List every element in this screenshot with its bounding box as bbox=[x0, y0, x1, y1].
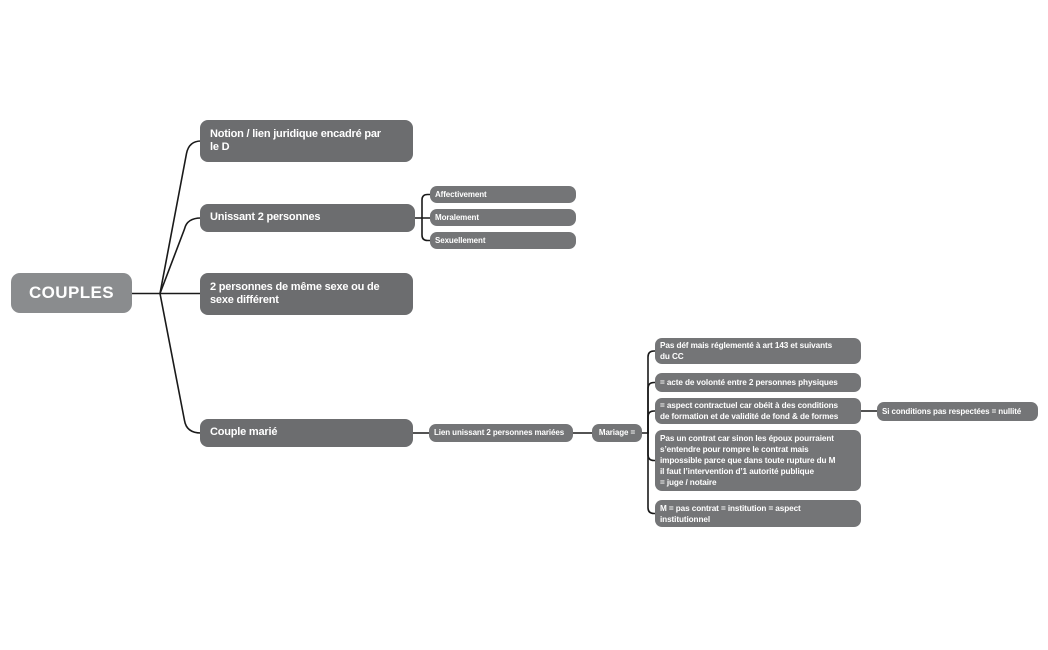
connector-unissant-to-affectivement bbox=[421, 193, 432, 219]
connector-mariage-to-pas-def bbox=[647, 350, 657, 434]
connector-mariage-to-acte bbox=[647, 381, 657, 434]
node-aspect-contractuel[interactable]: = aspect contractuel car obéit à des con… bbox=[655, 398, 861, 424]
node-affectivement[interactable]: Affectivement bbox=[430, 186, 576, 203]
node-couple-marie[interactable]: Couple marié bbox=[200, 419, 413, 447]
node-conditions-nullite[interactable]: Si conditions pas respectées = nullité bbox=[877, 402, 1038, 421]
connector-mariage-to-aspect bbox=[647, 410, 657, 434]
node-mariage[interactable]: Mariage = bbox=[592, 424, 642, 442]
connector-root-to-notion bbox=[159, 140, 202, 295]
node-pas-un-contrat[interactable]: Pas un contrat car sinon les époux pourr… bbox=[655, 430, 861, 491]
node-aspect-institutionnel[interactable]: M = pas contrat = institution = aspect i… bbox=[655, 500, 861, 527]
node-sexuellement[interactable]: Sexuellement bbox=[430, 232, 576, 249]
node-acte-de-volonte[interactable]: = acte de volonté entre 2 personnes phys… bbox=[655, 373, 861, 392]
node-couples-root[interactable]: COUPLES bbox=[11, 273, 132, 313]
node-notion-lien-juridique[interactable]: Notion / lien juridique encadré par le D bbox=[200, 120, 413, 162]
node-pas-def-art-143[interactable]: Pas déf mais réglementé à art 143 et sui… bbox=[655, 338, 861, 364]
connector-unissant-to-sexuellement bbox=[421, 217, 432, 242]
connector-mariage-to-institution bbox=[647, 432, 657, 515]
node-lien-unissant-maries[interactable]: Lien unissant 2 personnes mariées bbox=[429, 424, 573, 442]
node-unissant-2-personnes[interactable]: Unissant 2 personnes bbox=[200, 204, 415, 232]
node-meme-sexe-ou-different[interactable]: 2 personnes de même sexe ou de sexe diff… bbox=[200, 273, 413, 315]
connector-root-to-unissant bbox=[159, 217, 202, 295]
connector-root-to-couple-marie bbox=[159, 292, 202, 434]
node-moralement[interactable]: Moralement bbox=[430, 209, 576, 226]
